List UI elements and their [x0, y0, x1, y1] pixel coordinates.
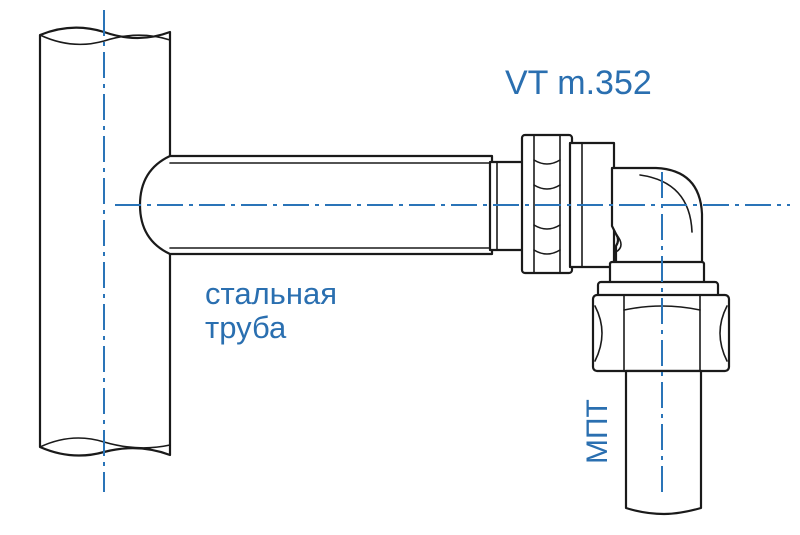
fitting-model-label: VT m.352 — [505, 64, 652, 102]
center-axes — [103, 10, 790, 496]
steel-pipe-label-line2: труба — [205, 310, 287, 345]
steel-pipe-label: стальная труба — [205, 277, 337, 345]
metal-plastic-pipe — [624, 369, 703, 516]
steel-pipe-label-line1: стальная — [205, 276, 337, 311]
mpt-label: МПТ — [581, 399, 614, 464]
